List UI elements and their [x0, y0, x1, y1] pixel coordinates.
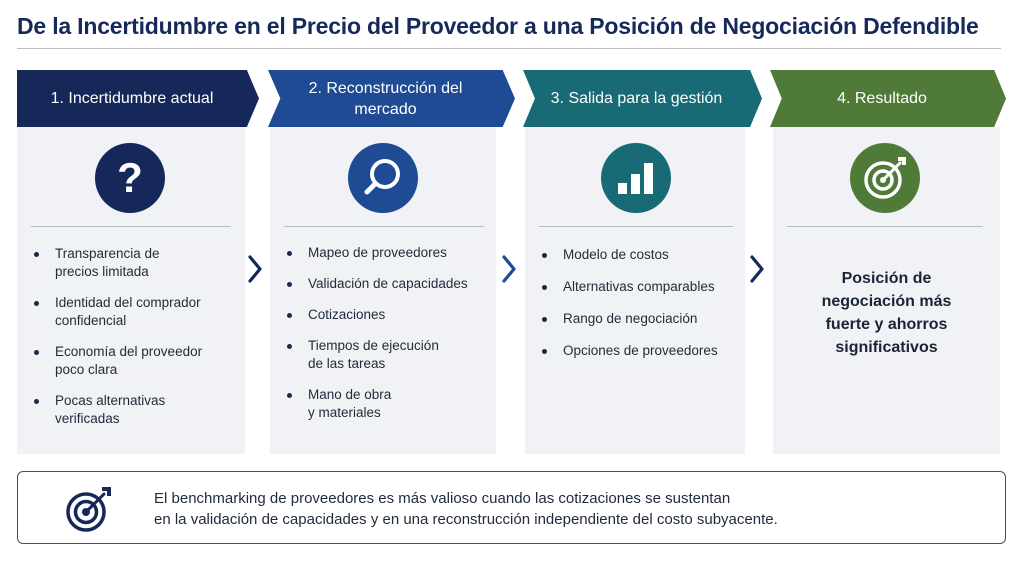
search-icon: [348, 143, 418, 213]
step-1-header: 1. Incertidumbre actual: [17, 70, 259, 127]
step-2-divider: [284, 226, 484, 227]
result-text: Posición de negociación más fuerte y aho…: [821, 270, 952, 356]
target-icon: [850, 143, 920, 213]
list-item: Cotizaciones: [284, 306, 494, 324]
step-4-header-line1: 4. Resultado: [837, 90, 927, 107]
list-item: Mapeo de proveedores: [284, 244, 494, 262]
list-item: Validación de capacidades: [284, 275, 494, 293]
step-1-header-line1: 1. Incertidumbre actual: [50, 90, 214, 107]
step-4-card: Posición de negociación más fuerte y aho…: [773, 127, 1000, 454]
list-item: Opciones de proveedores: [539, 342, 739, 360]
chevron-right-icon: [502, 255, 516, 283]
step-3-header: 3. Salida para la gestión: [523, 70, 762, 127]
question-icon: ?: [95, 143, 165, 213]
step-4-divider: [787, 226, 983, 227]
step-1-divider: [31, 226, 231, 227]
title-divider: [17, 48, 1001, 49]
chevron-right-icon: [248, 255, 262, 283]
step-2-card: Mapeo de proveedores Validación de capac…: [270, 127, 496, 454]
list-item: Rango de negociación: [539, 310, 739, 328]
step-2-header-line1: 2. Reconstrucción del: [308, 79, 463, 97]
chevron-right-icon: [750, 255, 764, 283]
step-3-list: Modelo de costos Alternativas comparable…: [539, 246, 739, 360]
list-item: Modelo de costos: [539, 246, 739, 264]
key-insight-box: El benchmarking de proveedores es más va…: [17, 471, 1006, 544]
target-icon: [66, 487, 111, 532]
step-3-divider: [539, 226, 733, 227]
step-2-header-line2: mercado: [354, 100, 417, 118]
step-3-header-line1: 3. Salida para la gestión: [550, 90, 723, 107]
step-4-header: 4. Resultado: [770, 70, 1006, 127]
step-2-list: Mapeo de proveedores Validación de capac…: [284, 244, 494, 422]
key-insight-text: El benchmarking de proveedores es más va…: [154, 490, 778, 528]
svg-text:?: ?: [117, 154, 143, 201]
list-item: Alternativas comparables: [539, 278, 739, 296]
page-title: De la Incertidumbre en el Precio del Pro…: [17, 13, 979, 39]
step-2-header: 2. Reconstrucción del mercado: [268, 70, 515, 127]
step-3-card: Modelo de costos Alternativas comparable…: [525, 127, 745, 454]
bar-chart-icon: [601, 143, 671, 213]
